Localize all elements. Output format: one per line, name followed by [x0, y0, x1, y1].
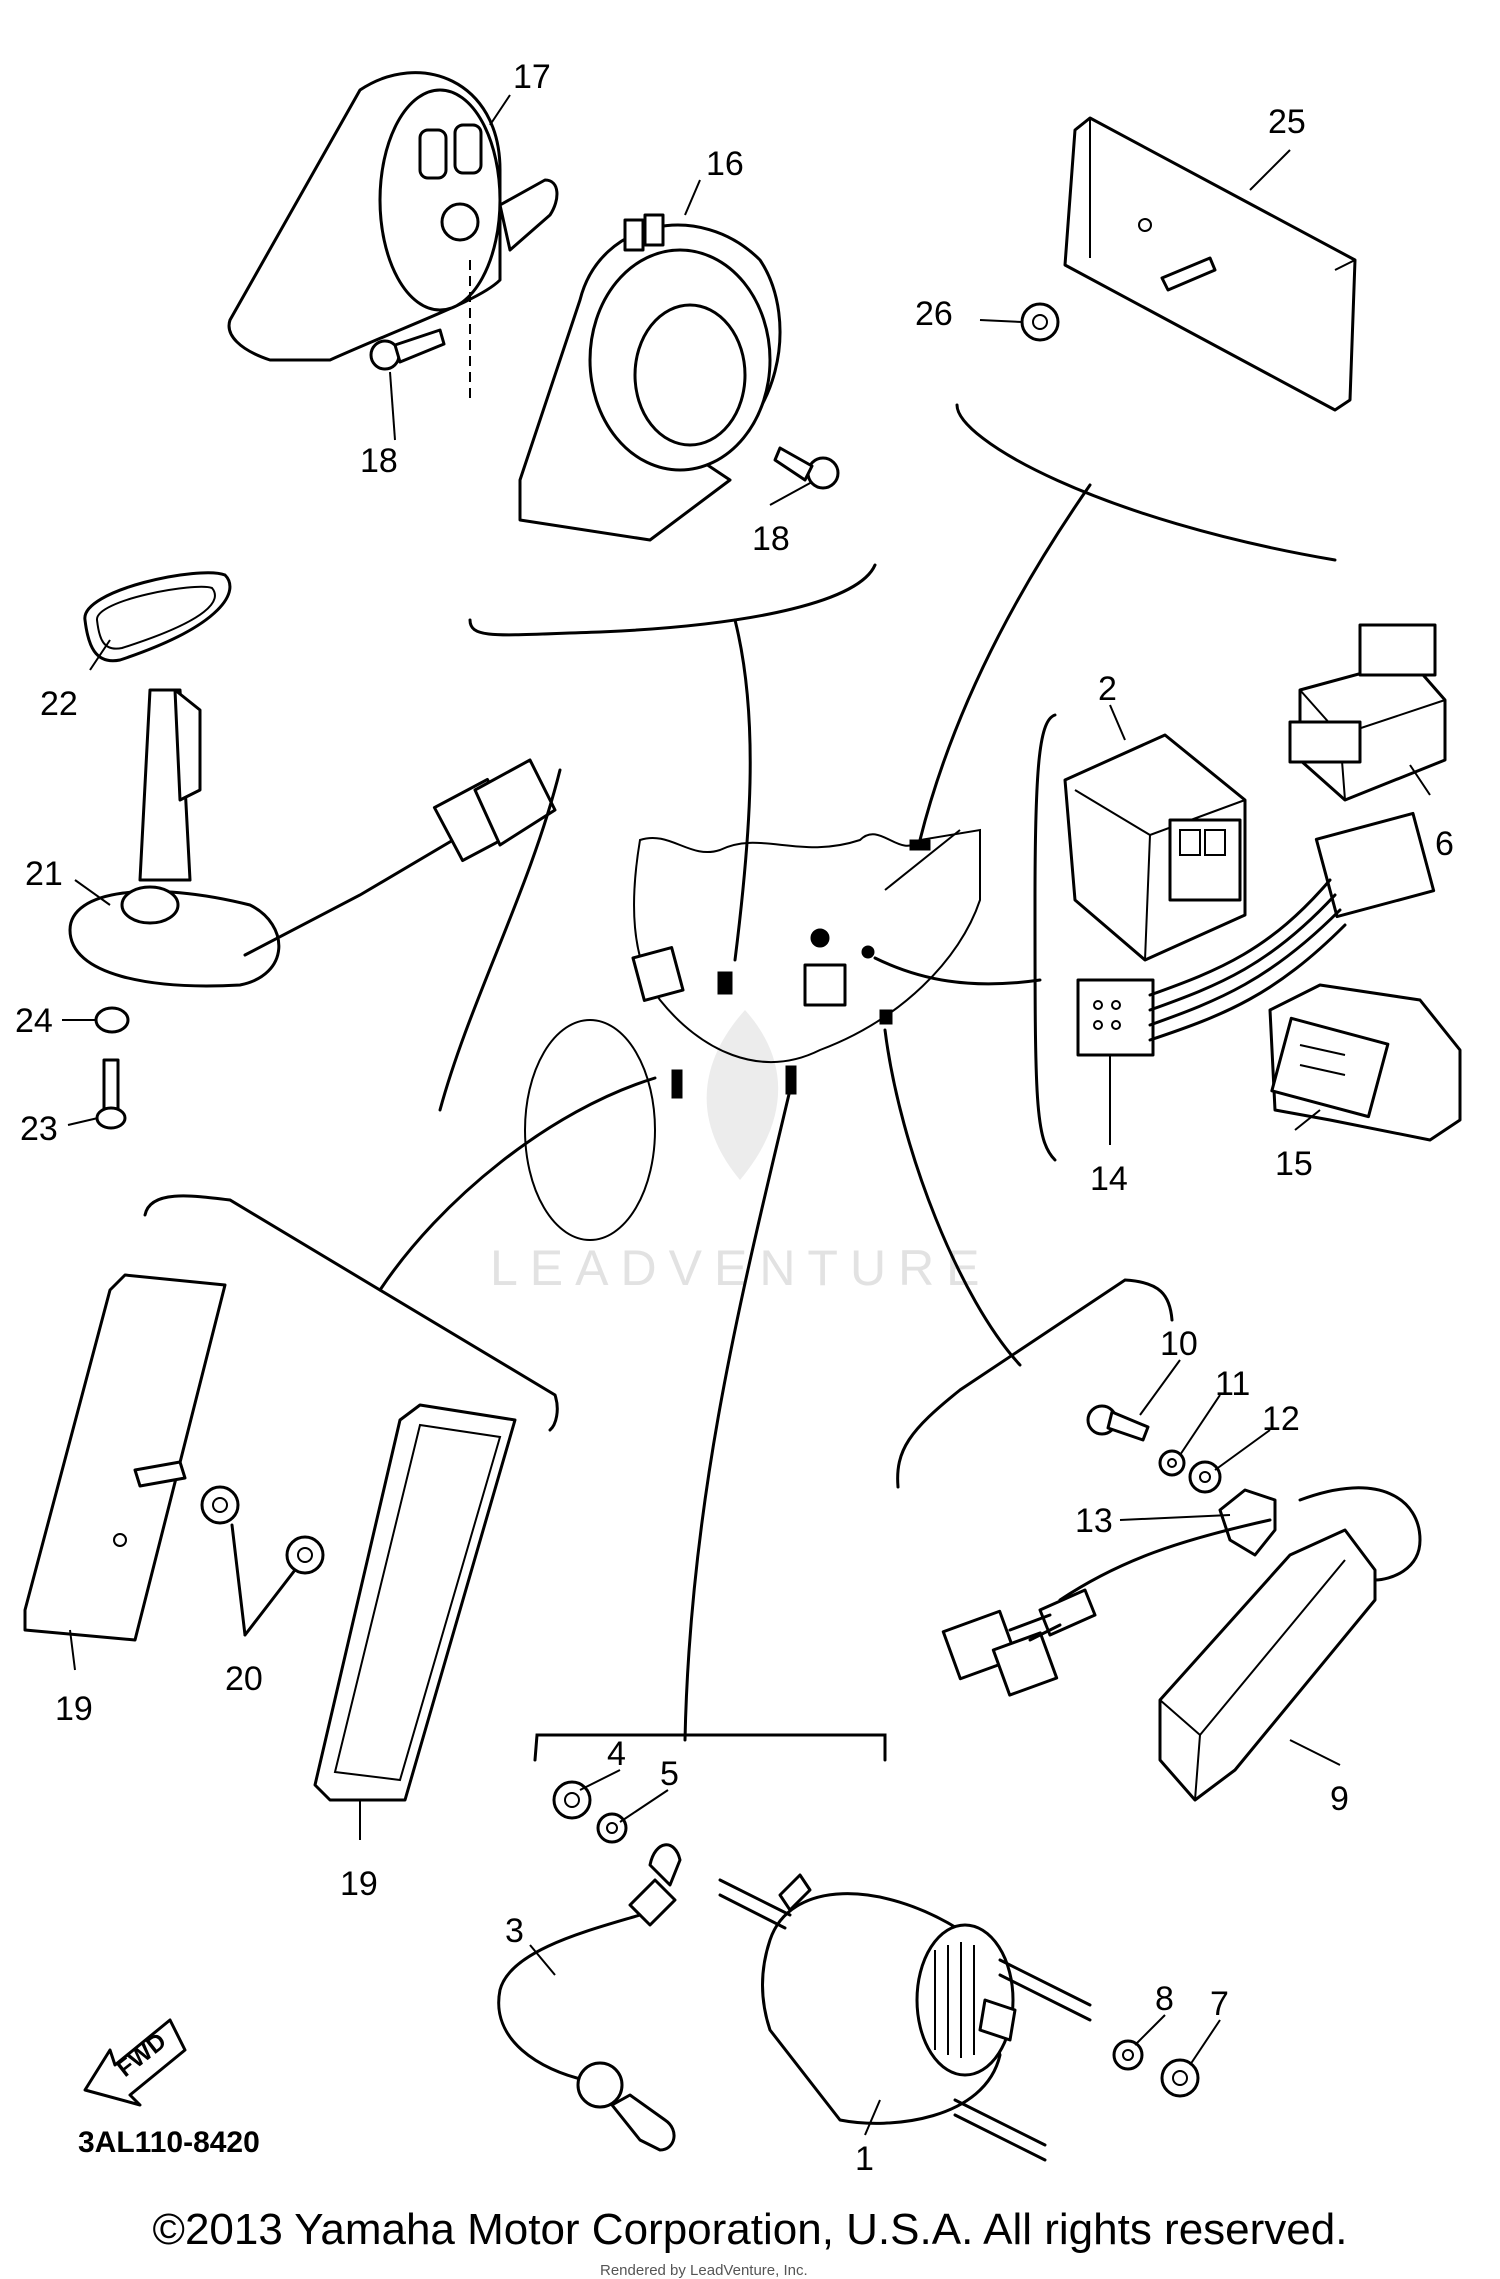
part-reflector-19b[interactable]: [313, 1403, 517, 1802]
leader-horns: [733, 618, 752, 962]
part-washer-8[interactable]: [1112, 2039, 1144, 2071]
watermark: LEADVENTURE: [490, 1240, 992, 1296]
callout-26: 26: [915, 295, 953, 333]
callout-13: 13: [1075, 1502, 1113, 1540]
callout-9: 9: [1330, 1780, 1349, 1818]
part-gasket-22[interactable]: [83, 571, 232, 663]
callout-11: 11: [1215, 1365, 1250, 1403]
bracket-reflector-25: [955, 403, 1337, 562]
part-screw-23[interactable]: [95, 1058, 127, 1130]
callout-10: 10: [1160, 1325, 1198, 1363]
part-bracket-13[interactable]: [1218, 1488, 1277, 1557]
callout-23: 23: [20, 1110, 58, 1148]
part-lead-3[interactable]: [497, 1843, 682, 2152]
leader-rectifier: [883, 1028, 1022, 1367]
callout-labels: 17 16 18 18 25 26 22 21 24 23 2 6 14 15 …: [15, 58, 1454, 2178]
bracket-sender: [438, 768, 562, 1112]
callout-7: 7: [1210, 1985, 1229, 2023]
callout-17: 17: [513, 58, 551, 96]
part-reflector-19a[interactable]: [23, 1273, 227, 1642]
callout-1: 1: [855, 2140, 874, 2178]
bracket-relays: [1033, 713, 1057, 1162]
callout-8: 8: [1155, 1980, 1174, 2018]
diagram-code: 3AL110-8420: [78, 2126, 260, 2159]
callout-22: 22: [40, 685, 78, 723]
bracket-reflectors-19: [143, 1194, 559, 1432]
part-rectifier-9[interactable]: [941, 1486, 1422, 1802]
vehicle-frame-outline: [524, 828, 981, 1241]
part-screw-18b[interactable]: [773, 446, 840, 490]
callout-3: 3: [505, 1912, 524, 1950]
part-nut-4[interactable]: [552, 1780, 592, 1820]
callout-4: 4: [607, 1735, 626, 1773]
callout-25: 25: [1268, 103, 1306, 141]
leader-reflectors-19: [378, 1076, 657, 1292]
part-relay-2[interactable]: [1063, 733, 1247, 962]
callout-21: 21: [25, 855, 63, 893]
leader-relays: [873, 956, 1042, 986]
part-nut-12[interactable]: [1188, 1460, 1222, 1494]
callout-2: 2: [1098, 670, 1117, 708]
callout-24: 24: [15, 1002, 53, 1040]
part-starter-relay-1[interactable]: [718, 1873, 1092, 2162]
callout-18b: 18: [752, 520, 790, 558]
part-connector-15[interactable]: [1268, 983, 1462, 1142]
part-sender-21[interactable]: [68, 688, 557, 988]
part-relay-6[interactable]: [1288, 623, 1447, 802]
watermark-flame-icon: [706, 1010, 779, 1180]
part-screw-10[interactable]: [1086, 1404, 1150, 1442]
bracket-horns: [468, 563, 877, 637]
callout-19b: 19: [340, 1865, 378, 1903]
part-horn-16[interactable]: [518, 213, 782, 542]
part-nut-26[interactable]: [1020, 302, 1060, 342]
part-nut-24[interactable]: [94, 1006, 130, 1034]
part-nut-7[interactable]: [1160, 2058, 1200, 2098]
copyright-notice: ©2013 Yamaha Motor Corporation, U.S.A. A…: [152, 2205, 1348, 2254]
leader-reflector: [918, 483, 1092, 842]
callout-16: 16: [706, 145, 744, 183]
callout-leaders: [62, 94, 1431, 2136]
part-screw-18a[interactable]: [369, 328, 446, 371]
callout-19a: 19: [55, 1690, 93, 1728]
callout-14: 14: [1090, 1160, 1128, 1198]
callout-12: 12: [1262, 1400, 1300, 1438]
part-washer-11[interactable]: [1158, 1449, 1186, 1477]
leader-20: [230, 1523, 297, 1637]
part-connector-14[interactable]: [1076, 811, 1436, 1057]
bracket-starter: [533, 1733, 887, 1762]
part-nut-20a[interactable]: [200, 1485, 240, 1525]
leader-relay-1: [683, 1088, 792, 1742]
callout-5: 5: [660, 1755, 679, 1793]
callout-20: 20: [225, 1660, 263, 1698]
part-horn-17[interactable]: [227, 71, 559, 400]
part-reflector-25[interactable]: [1063, 116, 1357, 412]
callout-6: 6: [1435, 825, 1454, 863]
callout-18a: 18: [360, 442, 398, 480]
part-washer-5[interactable]: [596, 1812, 628, 1844]
bracket-rectifier: [896, 1278, 1174, 1489]
rendered-by-notice: Rendered by LeadVenture, Inc.: [600, 2262, 808, 2279]
callout-15: 15: [1275, 1145, 1313, 1183]
part-nut-20b[interactable]: [285, 1535, 325, 1575]
fwd-arrow-icon: FWD: [83, 2018, 187, 2107]
